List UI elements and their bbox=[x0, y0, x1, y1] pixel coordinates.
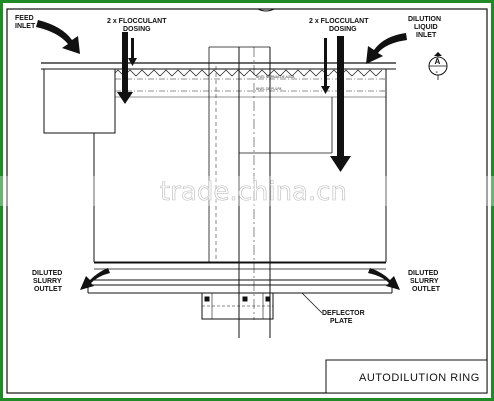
level-note-water: NIVEL NORMAL DE AGUA bbox=[256, 75, 295, 79]
label-slurry-outlet-left-line2: SLURRY bbox=[33, 278, 62, 285]
section-marker-letter: A bbox=[435, 57, 441, 66]
flocculant-right-arrow-icon bbox=[330, 156, 351, 172]
arrows bbox=[36, 20, 407, 290]
label-flocculant-left-line1: 2 x FLOCCULANT bbox=[107, 18, 167, 25]
section-marker bbox=[428, 52, 448, 80]
label-slurry-outlet-right-line2: SLURRY bbox=[410, 278, 439, 285]
dilution-inlet-arrow-icon bbox=[366, 33, 407, 64]
slurry-outlet-left-arrow-icon bbox=[80, 268, 110, 290]
label-flocculant-right-line2: DOSING bbox=[329, 26, 357, 33]
label-slurry-outlet-left-line3: OUTLET bbox=[34, 286, 63, 293]
flocculant-right-pipe-b bbox=[324, 38, 327, 86]
title-block: AUTODILUTION RING bbox=[325, 359, 488, 394]
bottom-flange bbox=[201, 292, 274, 320]
label-slurry-outlet-right-line1: DILUTED bbox=[408, 270, 438, 277]
feed-box bbox=[43, 68, 116, 134]
label-flocculant-left: 2 x FLOCCULANT DOSING bbox=[107, 18, 167, 33]
flocculant-left-pipe-b bbox=[131, 38, 134, 60]
label-feed-inlet-line1: FEED bbox=[15, 15, 34, 22]
flocculant-left-pipe-a bbox=[122, 32, 128, 92]
flocculant-left-arrow-icon bbox=[117, 92, 133, 104]
label-deflector-plate-line2: PLATE bbox=[330, 318, 353, 325]
watermark-band bbox=[0, 176, 494, 206]
drawing-border bbox=[6, 8, 488, 394]
level-note-pulp: NIVEL DE PULPA bbox=[256, 87, 282, 91]
label-feed-inlet-line2: INLET bbox=[15, 23, 36, 30]
label-deflector-plate-line1: DEFLECTOR bbox=[322, 310, 365, 317]
deflector-leader bbox=[301, 292, 323, 314]
label-dilution-inlet-line1: DILUTION bbox=[408, 16, 441, 23]
watermark-text: trade.china.cn bbox=[160, 177, 347, 207]
label-flocculant-right: 2 x FLOCCULANT DOSING bbox=[309, 18, 369, 33]
label-slurry-outlet-left-line1: DILUTED bbox=[32, 270, 62, 277]
label-dilution-inlet: DILUTION LIQUID INLET bbox=[408, 16, 441, 39]
label-slurry-outlet-right-line3: OUTLET bbox=[412, 286, 441, 293]
label-slurry-outlet-right: DILUTED SLURRY OUTLET bbox=[408, 270, 441, 293]
flocculant-right-pipe-a bbox=[337, 36, 344, 158]
title-text: AUTODILUTION RING bbox=[359, 372, 480, 384]
label-slurry-outlet-left: DILUTED SLURRY OUTLET bbox=[32, 270, 63, 293]
label-flocculant-right-line1: 2 x FLOCCULANT bbox=[309, 18, 369, 25]
label-flocculant-left-line2: DOSING bbox=[123, 26, 151, 33]
label-dilution-inlet-line2: LIQUID bbox=[414, 24, 438, 31]
center-column bbox=[208, 46, 333, 338]
label-feed-inlet: FEED INLET bbox=[15, 15, 36, 30]
slurry-outlet-right-arrow-icon bbox=[368, 268, 400, 290]
section-marker-sheet: - bbox=[436, 69, 439, 76]
label-deflector-plate: DEFLECTOR PLATE bbox=[322, 310, 365, 325]
label-dilution-inlet-line3: INLET bbox=[416, 32, 437, 39]
feed-inlet-arrow-icon bbox=[36, 20, 80, 54]
